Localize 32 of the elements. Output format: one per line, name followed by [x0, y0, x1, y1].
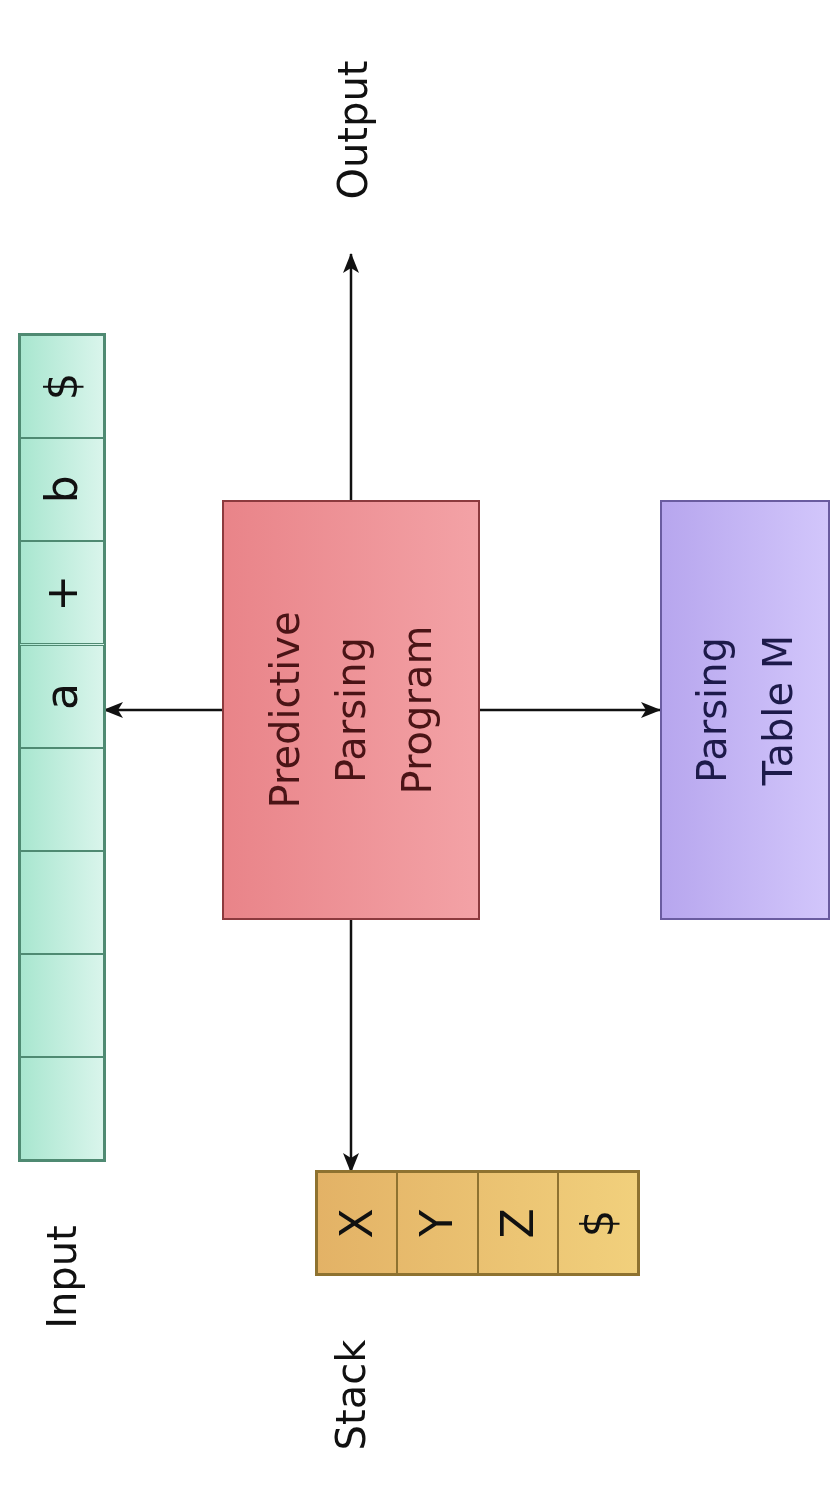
stack-symbol: Y [410, 1209, 463, 1237]
stack-cell [477, 1172, 558, 1274]
stack-box [315, 1170, 640, 1276]
side-label: Input [38, 1225, 86, 1329]
tape-symbol: $ [35, 372, 88, 401]
tape-cell [20, 541, 104, 645]
stack-symbol: X [330, 1207, 383, 1239]
stack-symbol: $ [571, 1209, 624, 1237]
table-box [660, 500, 830, 920]
tape-symbol: + [35, 574, 88, 612]
process-label: Predictive Parsing Program [261, 610, 441, 811]
tape-cell [20, 438, 104, 542]
side-label: Stack [327, 1339, 375, 1450]
process-box [222, 500, 480, 920]
stack-cell [397, 1172, 478, 1274]
stack-cell [317, 1172, 398, 1274]
tape-cell [20, 1056, 104, 1160]
arrow [343, 920, 359, 1173]
output-label: Output [329, 60, 377, 200]
stack-symbol: Z [491, 1207, 544, 1239]
input-tape [18, 333, 106, 1162]
table-label: Parsing Table M [688, 633, 802, 788]
tape-cell [20, 644, 104, 748]
tape-cell [20, 953, 104, 1057]
arrow [480, 702, 661, 718]
tape-cell [20, 747, 104, 851]
arrow [343, 253, 359, 500]
tape-symbol: a [35, 682, 88, 710]
tape-cell [20, 850, 104, 954]
tape-cell [20, 335, 104, 439]
stack-cell [557, 1172, 638, 1274]
tape-symbol: b [35, 475, 88, 504]
